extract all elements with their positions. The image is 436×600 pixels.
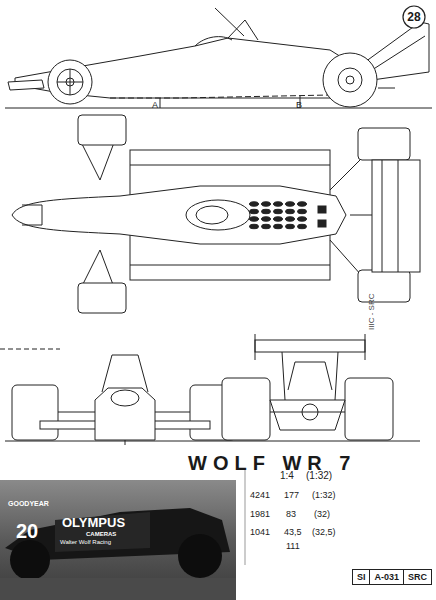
engine-slot bbox=[262, 202, 271, 206]
engine-slot bbox=[250, 209, 259, 213]
view-mark: B bbox=[296, 101, 302, 111]
table-cell: 1981 bbox=[250, 510, 270, 520]
engine-slot bbox=[286, 224, 295, 228]
table-cell: 83 bbox=[286, 510, 296, 520]
stamp-cell: SRC bbox=[403, 570, 431, 584]
archive-stamp: SIA-031SRC bbox=[352, 569, 432, 585]
engine-slot bbox=[262, 209, 271, 213]
engine-slot bbox=[262, 224, 271, 228]
photo-lettering: CAMERAS bbox=[86, 531, 116, 538]
rear-view bbox=[222, 334, 393, 440]
front-view bbox=[0, 349, 420, 445]
photo-lettering: GOODYEAR bbox=[8, 500, 49, 508]
engine-slot bbox=[274, 224, 283, 228]
stamp-cell: SI bbox=[353, 570, 370, 584]
engine-slot bbox=[262, 217, 271, 221]
photo-lettering: OLYMPUS bbox=[62, 516, 125, 530]
engine-slot bbox=[298, 217, 307, 221]
table-cell: 4241 bbox=[250, 491, 270, 501]
photo-lettering: 20 bbox=[16, 520, 38, 542]
engine-slot bbox=[298, 209, 307, 213]
engine-slot bbox=[274, 209, 283, 213]
sheet-number-text: 28 bbox=[407, 10, 420, 24]
engine-slot bbox=[286, 202, 295, 206]
engine-slot bbox=[286, 209, 295, 213]
table-cell: 1041 bbox=[250, 528, 270, 538]
table-cell: 43,5 bbox=[284, 528, 302, 538]
engine-slot bbox=[274, 217, 283, 221]
table-cell: (1:32) bbox=[312, 491, 336, 501]
engine-slot bbox=[250, 217, 259, 221]
table-cell: (1:32) bbox=[306, 470, 332, 481]
engine-slot bbox=[250, 202, 259, 206]
engine-slot bbox=[286, 217, 295, 221]
top-view bbox=[12, 115, 420, 313]
table-cell: 177 bbox=[284, 491, 299, 501]
table-cell: (32) bbox=[314, 510, 330, 520]
side-view bbox=[5, 8, 432, 108]
table-cell: 111 bbox=[286, 542, 300, 552]
stamp-cell: A-031 bbox=[369, 570, 403, 584]
photo-lettering: Walter Wolf Racing bbox=[60, 539, 111, 546]
view-mark: IIIC - SRC bbox=[368, 294, 377, 330]
view-mark: A bbox=[152, 101, 158, 111]
car-photo bbox=[0, 480, 236, 600]
engine-slot bbox=[274, 202, 283, 206]
table-cell: (32,5) bbox=[312, 528, 336, 538]
engine-slot bbox=[298, 224, 307, 228]
engine-slot bbox=[298, 202, 307, 206]
sheet-number: 28 bbox=[402, 5, 426, 29]
engine-slot bbox=[250, 224, 259, 228]
table-cell: 1:4 bbox=[280, 470, 294, 481]
